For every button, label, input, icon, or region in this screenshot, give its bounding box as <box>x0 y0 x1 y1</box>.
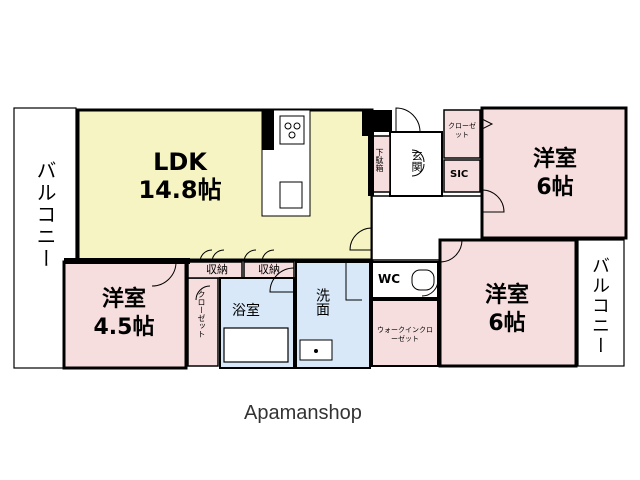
door-ne-room <box>481 189 505 213</box>
washroom-label: 洗面 <box>314 288 330 316</box>
balcony-west-label: バルコニー <box>33 160 57 270</box>
ldk-label: LDK 14.8帖 <box>130 148 230 204</box>
storage-2-label: 収納 <box>258 263 280 276</box>
walk-in-closet-label: ウォークインクローゼット <box>377 326 433 343</box>
ldk-size: 14.8帖 <box>138 176 222 204</box>
door-ldk <box>349 227 373 251</box>
ne-room-name: 洋室 <box>532 147 577 172</box>
se-room-name: 洋室 <box>484 283 529 308</box>
door-bath <box>269 267 295 293</box>
door-storage-1 <box>199 249 225 263</box>
door-closet-ne <box>479 117 494 131</box>
west-room-size: 4.5帖 <box>93 315 155 340</box>
west-room-label: 洋室 4.5帖 <box>82 286 166 342</box>
closet-ne-label: クローゼット <box>448 122 476 139</box>
shoe-box-label: 下駄箱 <box>375 148 384 172</box>
sink <box>279 181 303 209</box>
se-room-area <box>438 238 578 368</box>
bathtub <box>223 327 289 363</box>
bath-label: 浴室 <box>232 303 260 319</box>
storage-1-area <box>187 261 243 279</box>
west-room-area <box>62 260 188 370</box>
sic-label: SIC <box>450 169 469 180</box>
door-storage-2 <box>243 249 275 263</box>
kitchen-wall <box>262 110 274 150</box>
closet-west-label: クローゼット <box>197 290 206 338</box>
door-wc <box>421 279 439 297</box>
balcony-east-label: バルコニー <box>589 256 610 356</box>
entrance-area <box>389 131 443 197</box>
door-washroom <box>345 262 362 301</box>
entrance-label: 玄関 <box>410 150 423 172</box>
door-west-room <box>151 261 177 287</box>
wc-label: WC <box>378 272 401 286</box>
se-room-label: 洋室 6帖 <box>472 282 542 338</box>
door-se-room <box>439 239 463 263</box>
balcony-east <box>577 239 625 367</box>
stove <box>279 115 305 145</box>
ne-room-area <box>480 106 628 240</box>
closet-ne-area <box>443 109 481 159</box>
apamanshop-watermark: Apamanshop <box>244 402 362 424</box>
ldk-name: LDK <box>153 148 207 176</box>
storage-1-label: 収納 <box>206 263 228 276</box>
west-room-name: 洋室 <box>101 287 146 312</box>
door-entrance <box>395 107 421 133</box>
ne-room-size: 6帖 <box>536 175 574 200</box>
walk-in-closet-area <box>371 299 439 367</box>
se-room-size: 6帖 <box>488 311 526 336</box>
toilet <box>411 269 435 291</box>
sic-area <box>443 159 481 193</box>
ne-room-label: 洋室 6帖 <box>520 146 590 202</box>
ldk-area <box>76 108 374 262</box>
door-shoe <box>411 149 425 177</box>
door-closet-west <box>195 285 211 301</box>
